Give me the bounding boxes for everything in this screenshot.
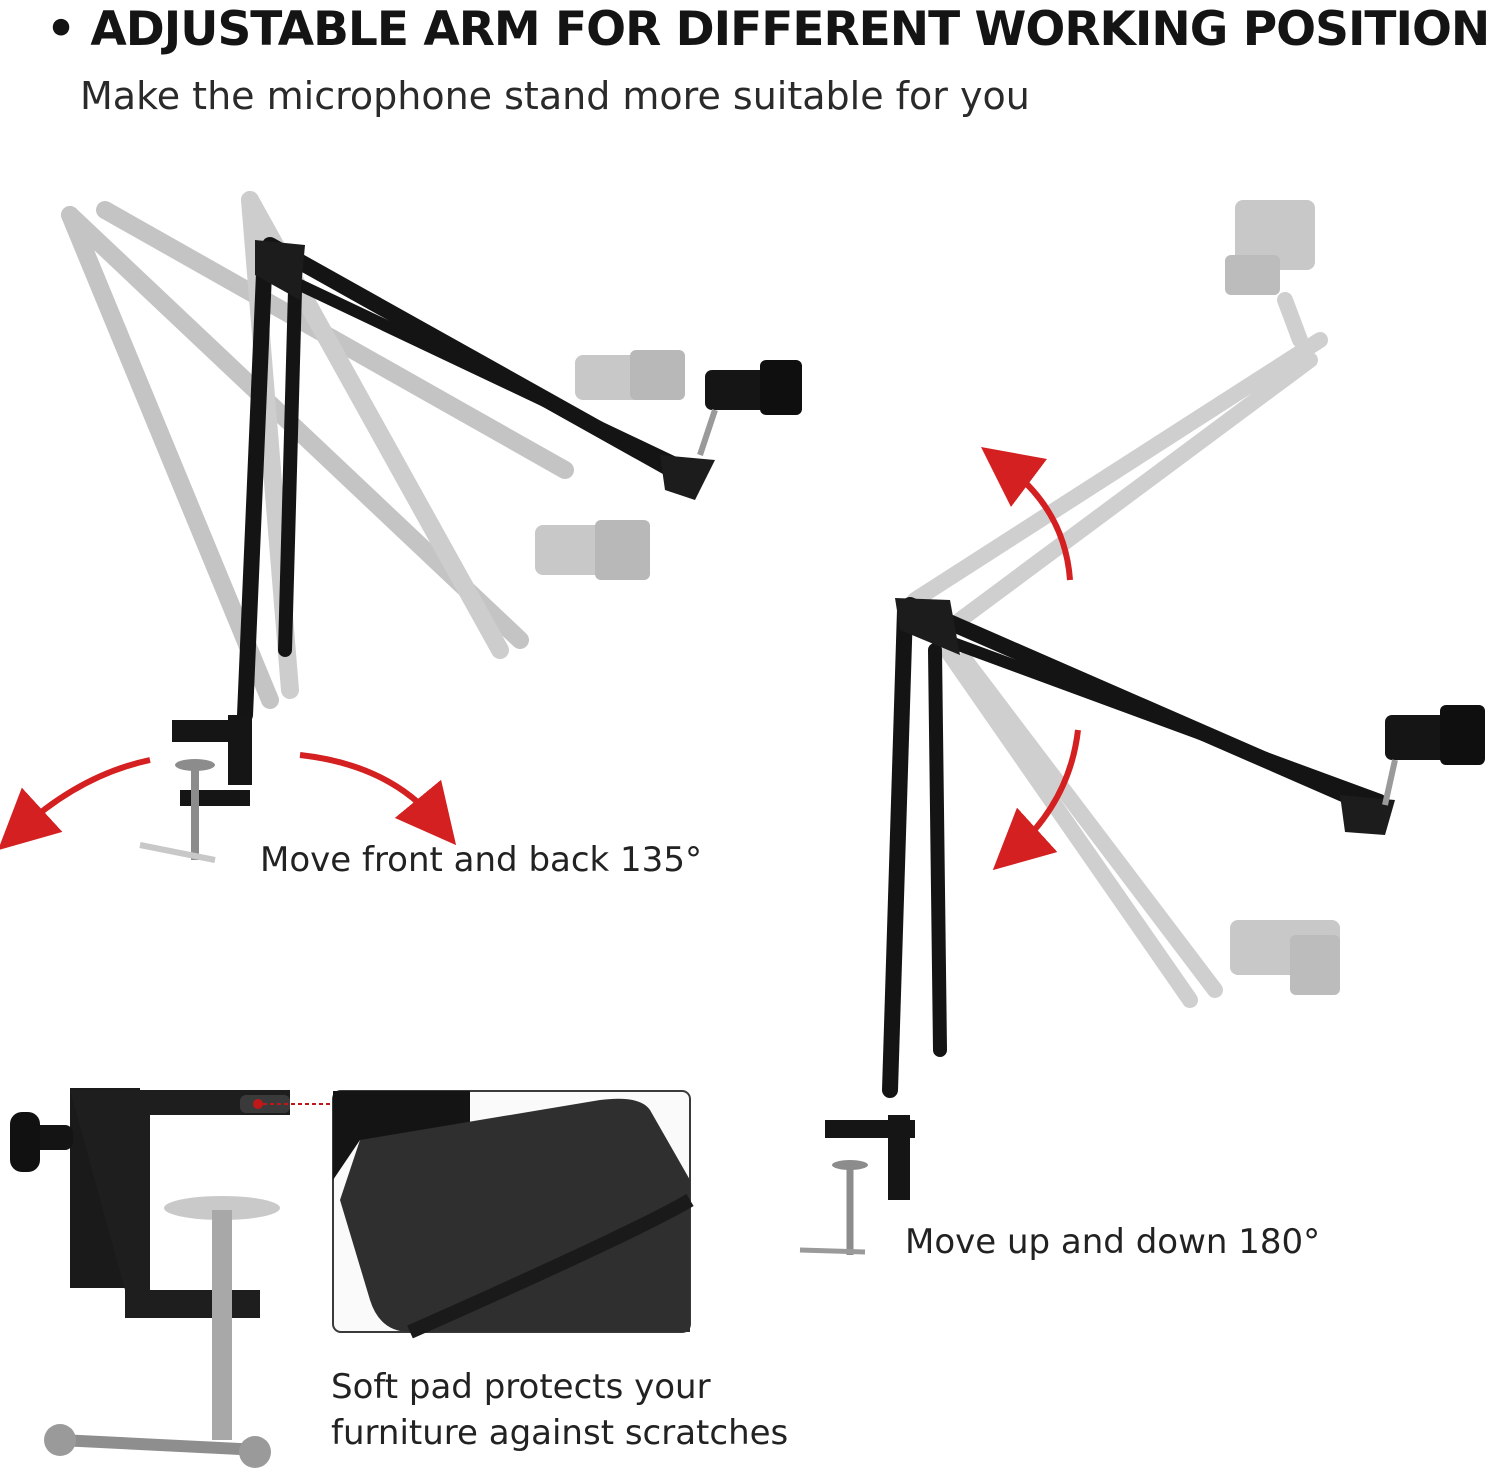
boom-arm-right — [882, 597, 1388, 1098]
ghost-mic-clip-left-1 — [575, 350, 685, 400]
page-title: • ADJUSTABLE ARM FOR DIFFERENT WORKING P… — [46, 2, 1490, 57]
mic-clip-left — [697, 360, 802, 456]
page-subtitle: Make the microphone stand more suitable … — [80, 74, 1030, 118]
title-bullet: • — [46, 2, 76, 57]
arrow-front-icon — [299, 752, 457, 846]
arrow-up-icon — [981, 446, 1073, 581]
arrow-back-icon — [0, 757, 151, 851]
ghost-mic-clip-left-2 — [535, 520, 650, 580]
arm-joint-right-end — [1340, 795, 1395, 835]
soft-pad-inset — [332, 1090, 694, 1339]
ghost-arm-right-up — [907, 292, 1328, 628]
clamp-closeup — [10, 1088, 335, 1468]
clamp-left — [139, 715, 252, 863]
caption-front-back: Move front and back 135° — [260, 840, 702, 880]
mic-clip-right — [1382, 705, 1485, 806]
title-text: ADJUSTABLE ARM FOR DIFFERENT WORKING POS… — [90, 2, 1490, 57]
caption-soft-pad: Soft pad protects your furniture against… — [331, 1364, 788, 1456]
arm-joint-left-top — [255, 240, 305, 300]
arm-joint-left-end — [660, 455, 715, 500]
caption-soft-pad-line2: furniture against scratches — [331, 1413, 789, 1453]
boom-arm-left — [237, 237, 698, 723]
caption-up-down: Move up and down 180° — [905, 1222, 1321, 1262]
arm-joint-right-top — [895, 598, 960, 655]
arrow-down-icon — [992, 729, 1081, 871]
ghost-mic-clip-right-down — [1230, 920, 1340, 995]
ghost-arm-right-down — [932, 632, 1223, 1008]
ghost-mic-clip-right-up — [1225, 200, 1315, 295]
caption-soft-pad-line1: Soft pad protects your — [331, 1367, 711, 1407]
clamp-right — [799, 1115, 915, 1255]
knob-icon — [10, 1112, 73, 1172]
